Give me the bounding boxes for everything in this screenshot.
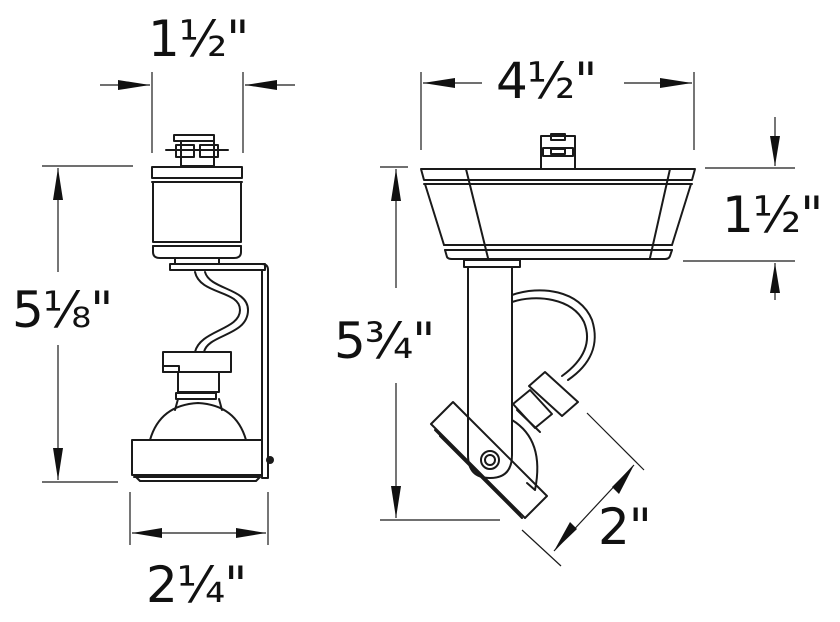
front-view-fixture [131,134,274,482]
mounting-bracket [169,257,274,479]
dim-label-front-top-width: 1½" [148,10,249,68]
track-adapter-side [540,133,576,170]
dim-label-front-height: 5⅛" [12,281,113,339]
lamp-socket-side [512,371,579,433]
lamp-face [430,401,548,519]
dim-label-front-bottom-width: 2¼" [146,556,247,614]
stem [463,259,521,479]
canopy-housing [420,168,696,260]
lamp-housing [131,439,263,482]
dim-label-side-lamp-diameter: 2" [598,498,652,556]
dim-label-side-width: 4½" [496,52,597,110]
side-view-fixture [420,133,696,519]
front-view-dimension-lines [42,72,295,545]
dim-label-side-height: 5¾" [334,312,435,370]
track-adapter [165,134,229,167]
transformer-canister [151,166,243,259]
lamp-socket [162,351,232,411]
side-view-dimension-lines [380,72,795,567]
dim-label-side-canopy-height: 1½" [722,186,823,244]
